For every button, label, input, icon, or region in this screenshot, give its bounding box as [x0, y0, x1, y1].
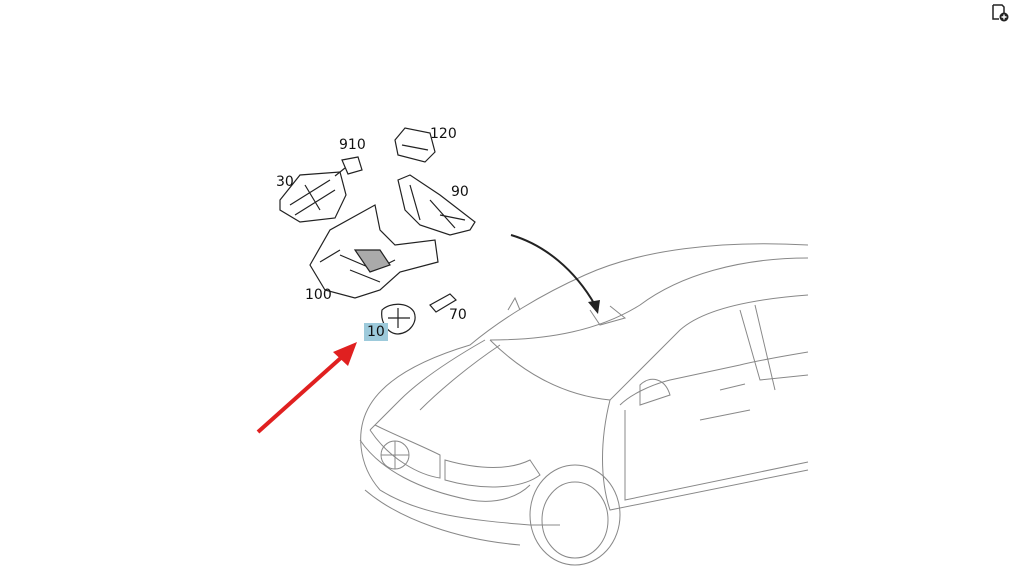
callout-100: 100 [305, 287, 332, 303]
callout-90: 90 [451, 184, 469, 200]
parts [279, 127, 476, 335]
part-910 [341, 156, 363, 175]
callout-120: 120 [430, 126, 457, 142]
location-arrow [510, 234, 596, 306]
callout-70: 70 [449, 307, 467, 323]
location-arrow-head [588, 300, 600, 314]
car-outline [359, 243, 809, 566]
part-90 [397, 174, 476, 236]
callout-30: 30 [276, 174, 294, 190]
part-30 [279, 171, 347, 223]
part-120 [394, 127, 436, 163]
pointer-arrow-head [333, 342, 357, 366]
add-to-page-icon[interactable] [991, 4, 1009, 22]
pointer-arrow [256, 354, 345, 434]
callout-10-highlighted: 10 [364, 323, 388, 341]
callout-910: 910 [339, 137, 366, 153]
part-70 [429, 293, 457, 313]
